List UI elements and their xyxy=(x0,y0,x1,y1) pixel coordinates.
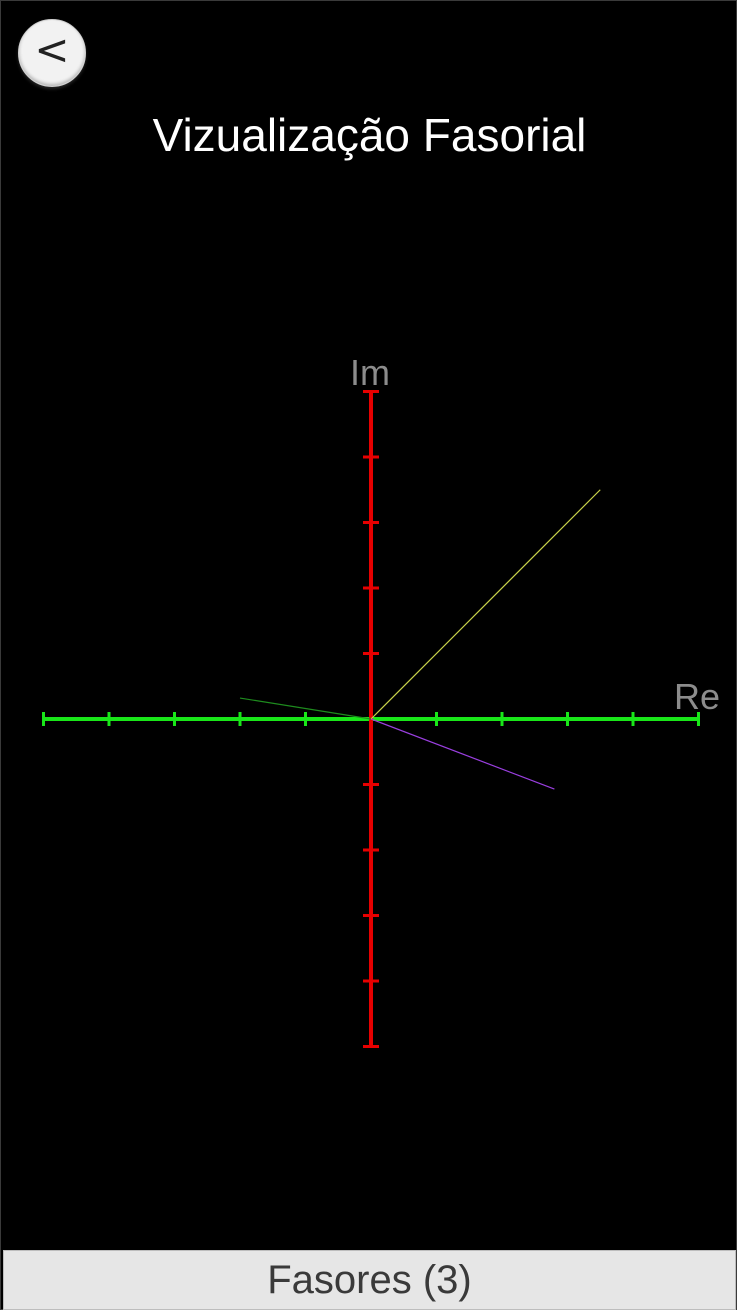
real-axis-label: Re xyxy=(674,676,720,717)
imag-axis-label: Im xyxy=(350,352,390,393)
phasor-1 xyxy=(370,489,601,720)
phasors-group xyxy=(239,489,601,790)
chevron-left-icon: < xyxy=(34,25,70,74)
page-title: Vizualização Fasorial xyxy=(152,109,587,161)
back-button[interactable]: < xyxy=(18,19,86,87)
phasor-diagram: Im Re xyxy=(42,352,720,1048)
phasor-3 xyxy=(239,697,372,720)
phasors-list-label: Fasores (3) xyxy=(267,1257,472,1302)
phasors-list-button[interactable]: Fasores (3) xyxy=(3,1250,736,1310)
phasor-2 xyxy=(370,718,555,790)
